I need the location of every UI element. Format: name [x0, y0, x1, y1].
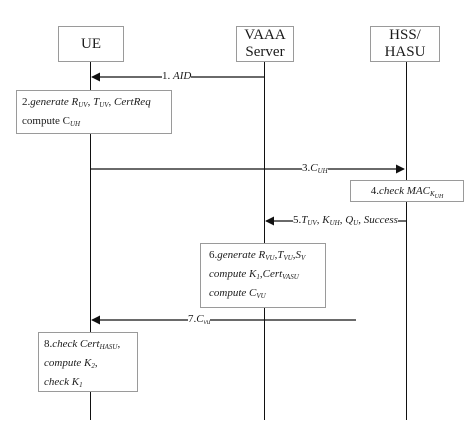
note-6-generate: 6.generate RVU,TVU,SV compute K1,CertVAS…	[200, 243, 326, 308]
participant-vaaa-line2: Server	[245, 44, 285, 60]
participant-hss-line2: HASU	[384, 44, 426, 60]
participant-vaaa: VAAA Server	[236, 26, 294, 62]
message-5-label: 5.TUV, KUH, QU, Success	[293, 214, 398, 230]
participant-hss: HSS/ HASU	[370, 26, 440, 62]
note-2-line2: compute CUH	[22, 115, 81, 128]
participant-ue: UE	[58, 26, 124, 62]
note-8-line2: compute K2,	[44, 357, 98, 370]
note-2-line1: 2.generate RUV, TUV, CertReq	[22, 96, 151, 109]
vaaa-lifeline	[264, 62, 265, 420]
note-8-check: 8.check CertHASU, compute K2, check K1	[38, 332, 138, 392]
message-7-label: 7.Cvu	[188, 313, 211, 329]
note-8-line1: 8.check CertHASU,	[44, 338, 121, 351]
message-3-label: 3.CUH	[302, 162, 328, 178]
note-8-line3: check K1	[44, 376, 83, 389]
ue-lifeline	[90, 62, 91, 420]
note-6-line2: compute K1,CertVASU	[209, 268, 299, 281]
participant-vaaa-line1: VAAA	[244, 27, 286, 43]
note-4-check: 4.check MACKUH	[350, 180, 464, 202]
participant-hss-line1: HSS/	[389, 27, 421, 43]
message-1-label: 1. AID	[162, 70, 192, 83]
note-6-line1: 6.generate RVU,TVU,SV	[209, 249, 306, 262]
note-6-line3: compute CVU	[209, 287, 266, 300]
participant-ue-label: UE	[81, 35, 101, 52]
note-2-generate: 2.generate RUV, TUV, CertReq compute CUH	[16, 90, 172, 134]
hss-lifeline	[406, 62, 407, 420]
